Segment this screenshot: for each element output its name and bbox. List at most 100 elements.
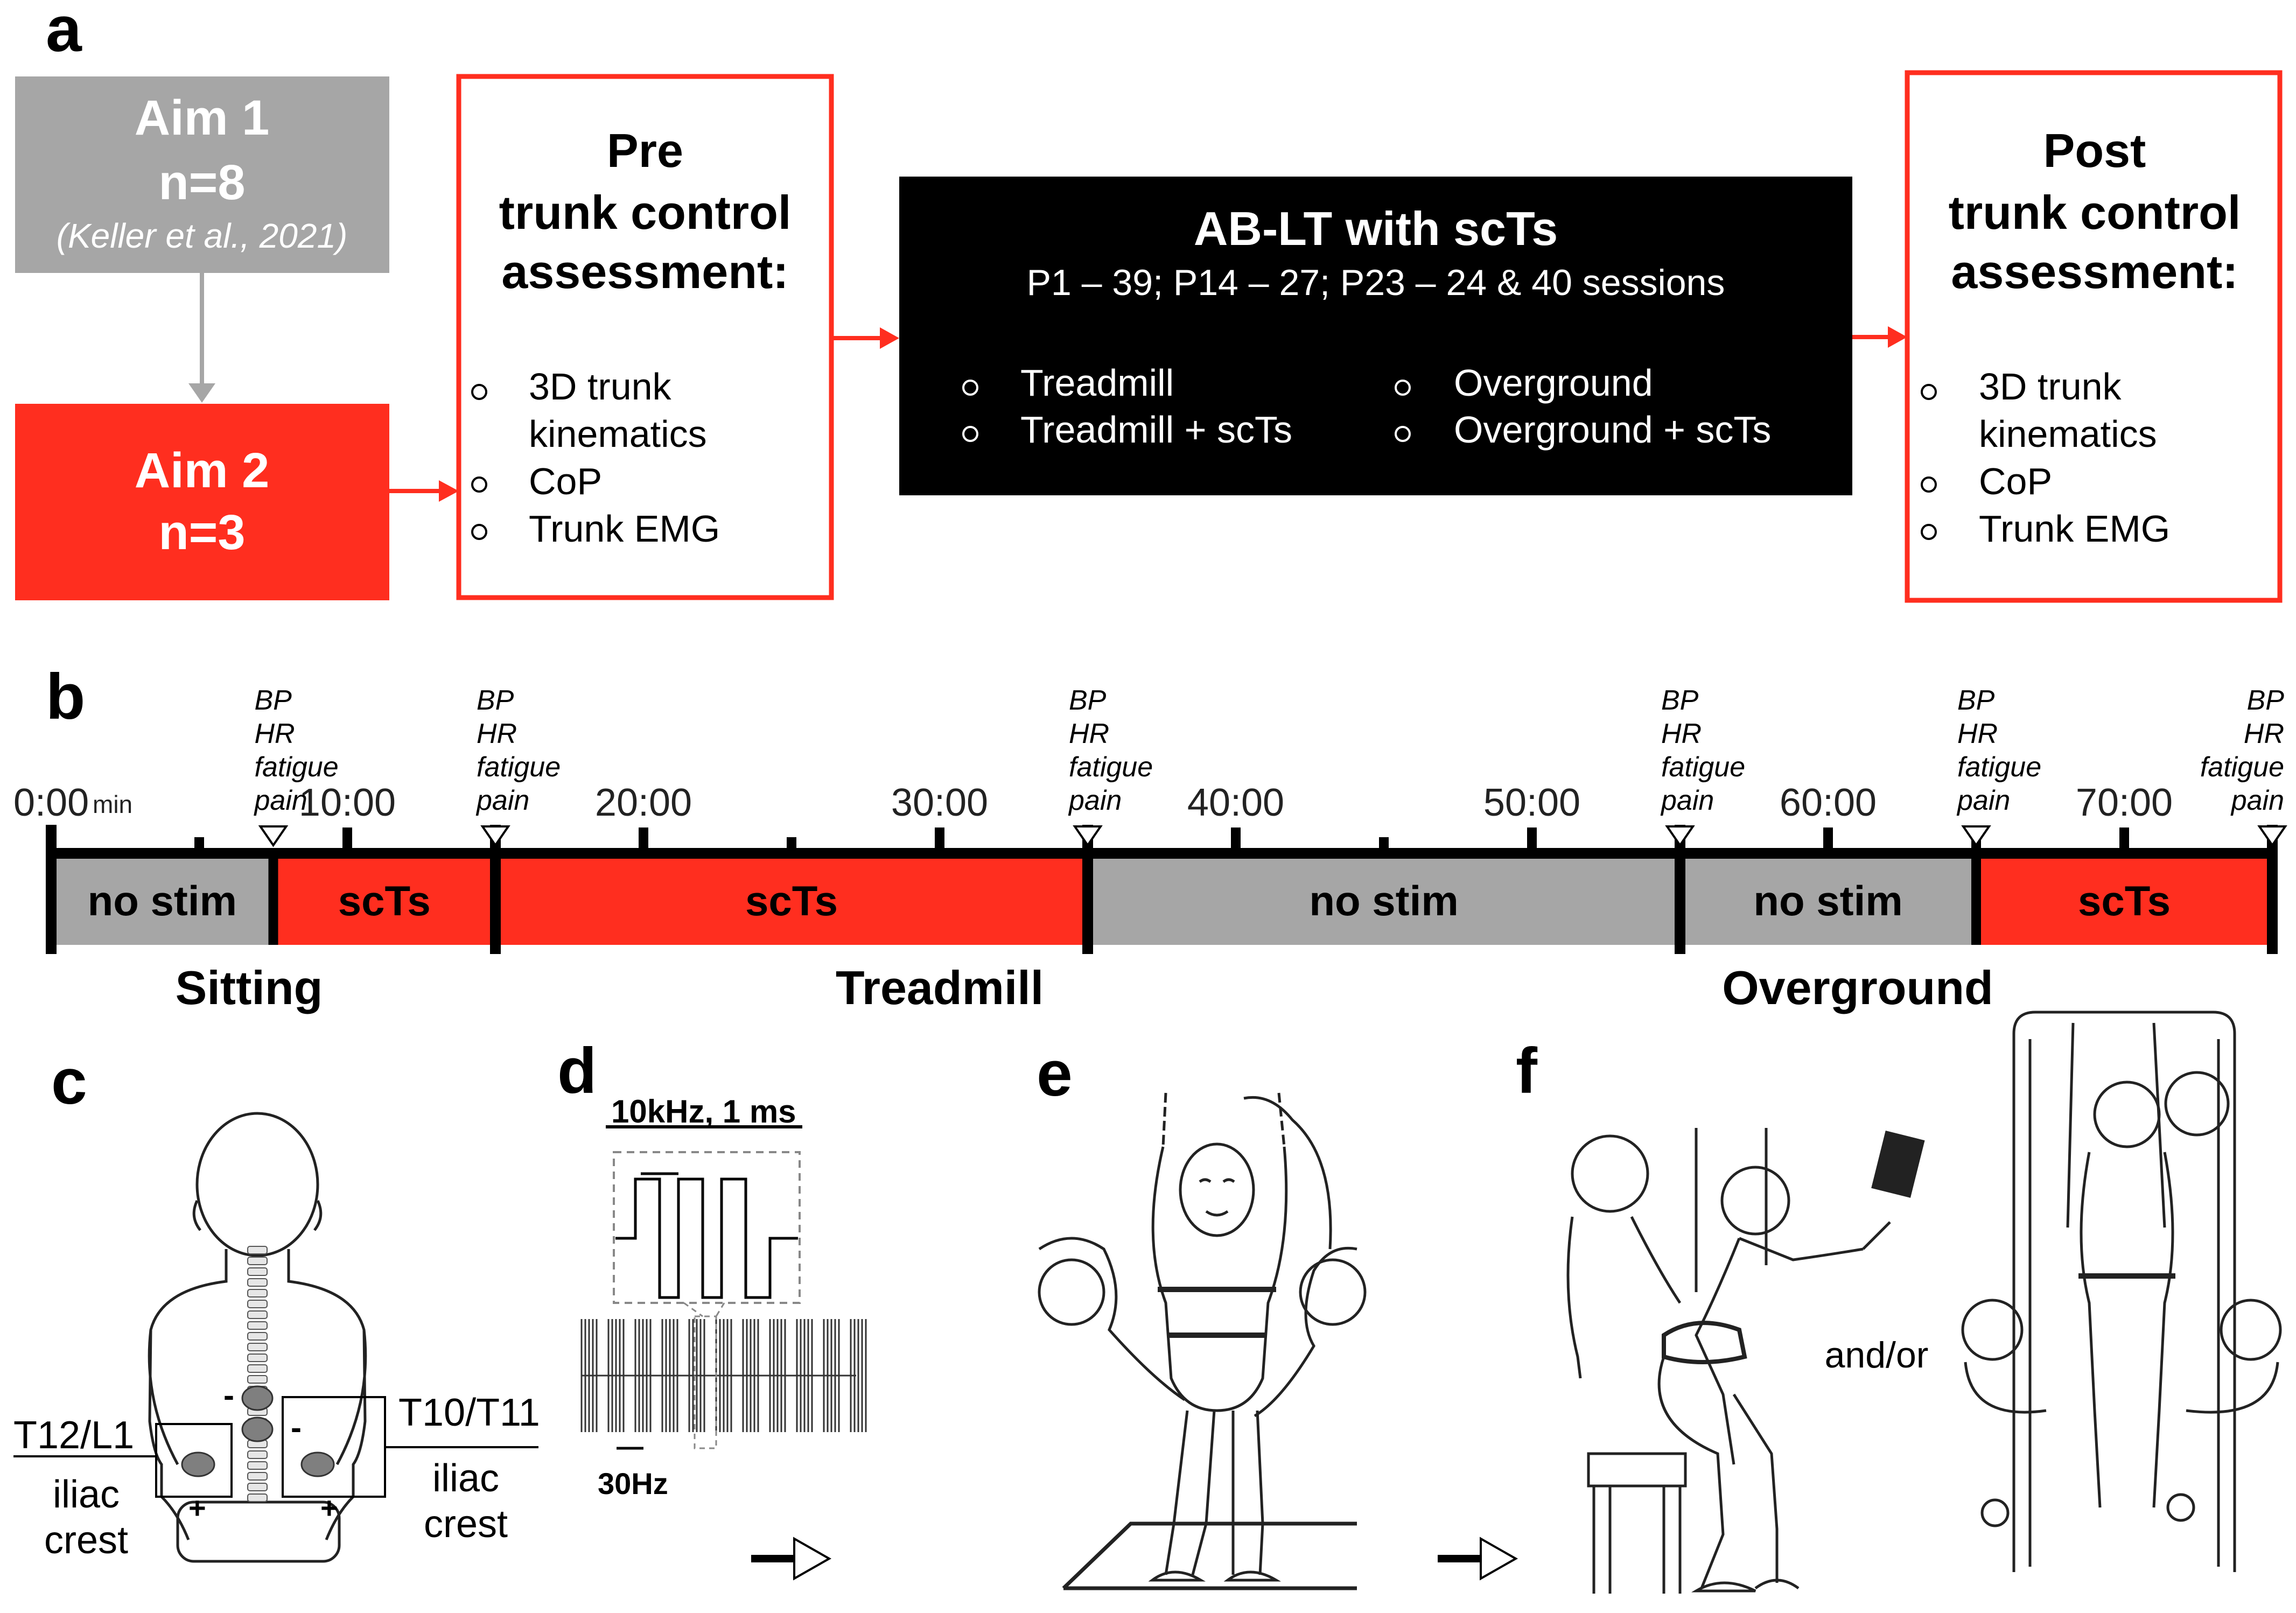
torso-left-outline bbox=[148, 1249, 228, 1540]
vertebra bbox=[247, 1278, 268, 1287]
aim1-to-aim2-arrowhead bbox=[188, 383, 215, 403]
vertebra bbox=[247, 1375, 268, 1384]
f-participant-body bbox=[1695, 1237, 1864, 1465]
timeline-phase-sitting: Sitting bbox=[176, 961, 323, 1014]
trainer-rear-outline bbox=[1243, 1096, 1332, 1250]
panel-letter-e: e bbox=[1037, 1037, 1073, 1110]
participant-left-leg bbox=[1164, 1410, 1216, 1575]
panel-letter-f: f bbox=[1516, 1035, 1538, 1107]
timeline-marker-1-fatigue: fatigue bbox=[477, 752, 561, 783]
f2-trainer-rear-head bbox=[2164, 1071, 2230, 1137]
f-participant-shoes bbox=[1691, 1579, 1800, 1593]
timeline-tick-60 bbox=[1823, 827, 1833, 853]
f-stool bbox=[1587, 1452, 1687, 1594]
timeline-segment-5 bbox=[1976, 859, 2272, 945]
timeline-tick-label-30: 30:00 bbox=[891, 781, 988, 824]
left-crest-line2: crest bbox=[44, 1519, 128, 1562]
vertebra bbox=[247, 1257, 268, 1265]
f-participant-arm bbox=[1862, 1221, 1891, 1250]
participant-right-leg bbox=[1231, 1410, 1264, 1575]
post-item-1b: kinematics bbox=[1979, 413, 2157, 455]
timeline-marker-3-pain: pain bbox=[1660, 785, 1714, 816]
post-bullet-2 bbox=[1921, 476, 1937, 493]
pre-title-line2: trunk control bbox=[499, 186, 792, 239]
vertebra bbox=[247, 1364, 268, 1373]
f-harness-belt bbox=[1662, 1321, 1747, 1364]
t12-l1-label: T12/L1 bbox=[13, 1414, 134, 1457]
pre-title-line3: assessment: bbox=[501, 245, 788, 298]
pre-assessment-box bbox=[456, 74, 834, 600]
timeline-tick-40 bbox=[1231, 827, 1241, 853]
pre-item-1: 3D trunk bbox=[529, 366, 672, 408]
timeline-tick-label-60: 60:00 bbox=[1780, 781, 1877, 824]
pre-bullet-1 bbox=[471, 384, 487, 400]
participant-face bbox=[1199, 1178, 1235, 1217]
panel-letter-d: d bbox=[557, 1035, 597, 1107]
arrow-d-head bbox=[793, 1537, 832, 1581]
ablt-title: AB-LT with scTs bbox=[1194, 202, 1558, 255]
timeline-tick-70 bbox=[2119, 827, 2129, 853]
timeline-tick-label-0: 0:00 bbox=[13, 781, 89, 824]
timeline-inner-separator-0 bbox=[268, 859, 278, 945]
electrode-cathode-lower bbox=[241, 1416, 274, 1442]
ablt-to-post-arrowhead bbox=[1888, 326, 1907, 348]
panel-letter-b: b bbox=[46, 661, 85, 733]
timeline-tick-25 bbox=[787, 837, 796, 853]
timeline-marker-5-BP: BP bbox=[2247, 685, 2285, 716]
timeline-marker-2-BP: BP bbox=[1069, 685, 1107, 716]
post-bullet-3 bbox=[1921, 524, 1937, 540]
f-participant-legs bbox=[1657, 1356, 1779, 1589]
timeline-marker-triangle-0 bbox=[258, 825, 289, 847]
carrier-label: 10kHz, 1 ms bbox=[611, 1093, 796, 1130]
timeline-segment-label-0: no stim bbox=[88, 877, 237, 924]
post-item-2: CoP bbox=[1979, 460, 2052, 502]
arm-right bbox=[335, 1329, 367, 1465]
ear-left bbox=[192, 1200, 202, 1231]
participant-head bbox=[1179, 1142, 1255, 1237]
trainer-left-head bbox=[1038, 1258, 1105, 1326]
pre-to-ablt-arrowhead bbox=[880, 327, 899, 349]
electrode-anode-right bbox=[300, 1451, 335, 1477]
timeline-segment-label-5: scTs bbox=[2078, 877, 2171, 924]
timeline-marker-triangle-5 bbox=[2257, 825, 2287, 847]
timeline-segment-label-2: scTs bbox=[745, 877, 838, 924]
f2-wheel-right bbox=[2166, 1493, 2195, 1522]
f-walker-frame-inner bbox=[2028, 1039, 2220, 1567]
timeline-marker-0-fatigue: fatigue bbox=[255, 752, 339, 783]
post-item-1: 3D trunk bbox=[1979, 366, 2122, 408]
timeline-marker-0-BP: BP bbox=[255, 685, 292, 716]
electrode-cathode-upper bbox=[241, 1385, 274, 1411]
aim1-n: n=8 bbox=[158, 155, 245, 210]
timeline-segment-label-4: no stim bbox=[1753, 877, 1902, 924]
post-title-line3: assessment: bbox=[1951, 245, 2238, 298]
timeline-segment-label-3: no stim bbox=[1309, 877, 1458, 924]
left-crest-line1: iliac bbox=[53, 1473, 120, 1516]
timeline-axis-line bbox=[51, 848, 2272, 859]
vertebra bbox=[247, 1321, 268, 1330]
aim2-title: Aim 2 bbox=[135, 443, 270, 498]
post-bullet-1 bbox=[1921, 384, 1937, 400]
timeline-tick-50 bbox=[1527, 827, 1537, 853]
harness-chains bbox=[1161, 1092, 1286, 1147]
pre-bullet-3 bbox=[471, 524, 487, 540]
aim2-box bbox=[15, 404, 389, 600]
ablt-item-treadmill-scts: Treadmill + scTs bbox=[1020, 409, 1292, 451]
minus-sign-upper: - bbox=[223, 1377, 234, 1413]
ablt-subtitle: P1 – 39; P14 – 27; P23 – 24 & 40 session… bbox=[1027, 262, 1725, 303]
timeline-marker-5-fatigue: fatigue bbox=[2200, 752, 2284, 783]
panel-letter-a: a bbox=[46, 0, 82, 65]
f-book bbox=[1871, 1131, 1925, 1198]
arrow-e-head bbox=[1480, 1537, 1518, 1581]
timeline-marker-5-HR: HR bbox=[2244, 718, 2284, 749]
f2-participant-head bbox=[2093, 1081, 2161, 1148]
f2-trainer-right-head bbox=[2220, 1299, 2282, 1361]
timeline-inner-separator-1 bbox=[1971, 859, 1981, 945]
aim2-to-pre-arrowhead bbox=[439, 480, 459, 502]
pre-title-line1: Pre bbox=[607, 124, 683, 177]
treadmill-frame bbox=[1062, 1521, 1357, 1590]
ablt-item-overground-scts: Overground + scTs bbox=[1454, 409, 1771, 451]
vertebra bbox=[247, 1493, 268, 1502]
burst-waveform bbox=[580, 1319, 867, 1432]
